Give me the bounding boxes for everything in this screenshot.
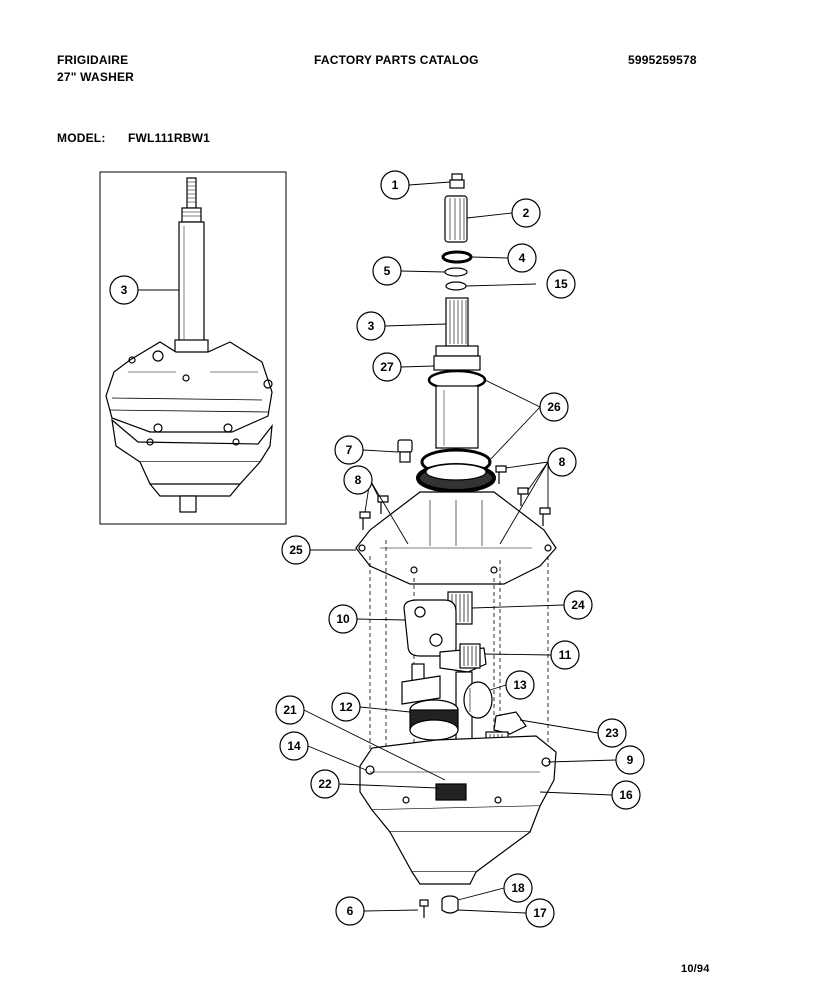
svg-text:25: 25 bbox=[289, 543, 303, 557]
callout-8-left: 8 bbox=[343, 465, 373, 495]
svg-text:14: 14 bbox=[287, 739, 301, 753]
part-3-agitator-shaft bbox=[445, 297, 469, 347]
callout-11: 11 bbox=[550, 640, 580, 670]
part-15-washer bbox=[445, 281, 467, 291]
svg-text:26: 26 bbox=[547, 400, 561, 414]
leader-lines bbox=[138, 181, 617, 914]
model-label: MODEL: bbox=[57, 131, 106, 145]
callout-14: 14 bbox=[279, 731, 309, 761]
part-12-idler-gear bbox=[409, 699, 459, 741]
svg-text:6: 6 bbox=[347, 904, 354, 918]
svg-text:21: 21 bbox=[283, 703, 297, 717]
svg-text:15: 15 bbox=[554, 277, 568, 291]
svg-text:27: 27 bbox=[380, 360, 394, 374]
brand-name: FRIGIDAIRE bbox=[57, 53, 129, 67]
catalog-title: FACTORY PARTS CATALOG bbox=[314, 53, 479, 67]
svg-text:13: 13 bbox=[513, 678, 527, 692]
callout-25: 25 bbox=[281, 535, 311, 565]
callout-18: 18 bbox=[503, 873, 533, 903]
svg-text:3: 3 bbox=[368, 319, 375, 333]
part-17-18-drain-parts bbox=[441, 895, 459, 914]
callout-22: 22 bbox=[310, 769, 340, 799]
part-16-gear-case bbox=[359, 735, 557, 885]
svg-text:9: 9 bbox=[627, 753, 634, 767]
catalog-number: 5995259578 bbox=[628, 53, 697, 67]
part-2-spline-coupling bbox=[444, 195, 468, 243]
part-10-crank-bracket bbox=[403, 599, 457, 657]
svg-text:1: 1 bbox=[392, 178, 399, 192]
svg-text:18: 18 bbox=[511, 881, 525, 895]
product-name: 27" WASHER bbox=[57, 70, 135, 84]
svg-text:5: 5 bbox=[384, 264, 391, 278]
svg-text:24: 24 bbox=[571, 598, 585, 612]
part-26-lower-bearing bbox=[416, 448, 496, 493]
callout-3: 3 bbox=[356, 311, 386, 341]
inset-assembled-transmission bbox=[105, 177, 273, 513]
part-25-gear-case-cover bbox=[355, 491, 557, 585]
inset-frame bbox=[99, 171, 287, 525]
callout-27: 27 bbox=[372, 352, 402, 382]
part-7-plug bbox=[397, 439, 413, 463]
model-number: FWL111RBW1 bbox=[128, 131, 211, 145]
svg-text:8: 8 bbox=[355, 473, 362, 487]
callout-8-right: 8 bbox=[547, 447, 577, 477]
svg-text:23: 23 bbox=[605, 726, 619, 740]
svg-text:12: 12 bbox=[339, 700, 353, 714]
svg-text:3: 3 bbox=[121, 283, 128, 297]
callout-inset-3: 3 bbox=[109, 275, 139, 305]
callout-23: 23 bbox=[597, 718, 627, 748]
svg-text:10: 10 bbox=[336, 612, 350, 626]
svg-text:8: 8 bbox=[559, 455, 566, 469]
footer-date: 10/94 bbox=[681, 963, 710, 975]
callout-7: 7 bbox=[334, 435, 364, 465]
svg-text:16: 16 bbox=[619, 788, 633, 802]
part-27-seal bbox=[433, 345, 481, 371]
callout-9: 9 bbox=[615, 745, 645, 775]
callout-6: 6 bbox=[335, 896, 365, 926]
callout-5: 5 bbox=[372, 256, 402, 286]
callout-10: 10 bbox=[328, 604, 358, 634]
svg-text:11: 11 bbox=[559, 648, 572, 662]
part-5-washer bbox=[444, 267, 468, 277]
svg-text:7: 7 bbox=[346, 443, 353, 457]
svg-text:2: 2 bbox=[523, 206, 530, 220]
center-post-tube bbox=[435, 385, 479, 449]
part-11-shift-gear bbox=[439, 643, 487, 673]
svg-text:17: 17 bbox=[533, 906, 547, 920]
part-1-nut bbox=[449, 173, 465, 189]
part-6-screw bbox=[419, 899, 429, 918]
callout-16: 16 bbox=[611, 780, 641, 810]
callout-15: 15 bbox=[546, 269, 576, 299]
callout-17: 17 bbox=[525, 898, 555, 928]
callout-24: 24 bbox=[563, 590, 593, 620]
svg-text:4: 4 bbox=[519, 251, 526, 265]
callout-21: 21 bbox=[275, 695, 305, 725]
callout-1: 1 bbox=[380, 170, 410, 200]
callout-26: 26 bbox=[539, 392, 569, 422]
callout-4: 4 bbox=[507, 243, 537, 273]
callout-2: 2 bbox=[511, 198, 541, 228]
svg-text:22: 22 bbox=[318, 777, 332, 791]
callout-13: 13 bbox=[505, 670, 535, 700]
part-4-seal bbox=[441, 250, 473, 264]
callout-12: 12 bbox=[331, 692, 361, 722]
